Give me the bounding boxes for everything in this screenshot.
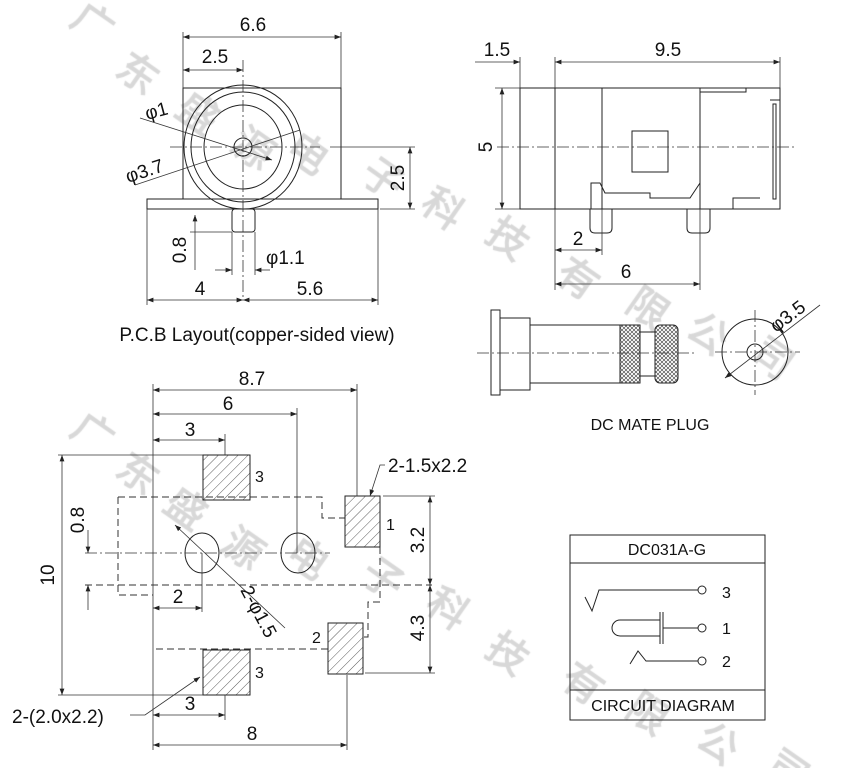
pin-label-1: 1 (386, 517, 395, 534)
dim-phi-1: φ1 (143, 99, 171, 125)
dim-pin-dia: φ1.1 (266, 248, 305, 269)
dim-3-top: 3 (185, 420, 196, 441)
dim-holes: 2-φ1.5 (236, 582, 281, 641)
dim-width: 6.6 (240, 15, 266, 36)
pcb-caption: P.C.B Layout(copper-sided view) (119, 325, 394, 346)
dim-6: 6 (223, 394, 234, 415)
dim-3-2: 3.2 (408, 527, 429, 553)
dim-length: 9.5 (655, 40, 681, 61)
dim-center-offset: 2.5 (202, 47, 228, 68)
dim-front: 1.5 (484, 40, 510, 61)
dc-mate-plug: φ3.5 DC MATE PLUG (477, 297, 821, 434)
dim-phi-3-7: φ3.7 (123, 156, 166, 188)
dim-right: 5.6 (297, 279, 323, 300)
pad-small-size: 2-1.5x2.2 (388, 456, 467, 477)
circuit-diagram: DC031A-G CIRCUIT DIAGRAM 3 1 2 (569, 534, 766, 721)
dim-plug-dia: φ3.5 (766, 297, 810, 337)
pad-3-bottom (202, 649, 251, 696)
dim-height: 5 (476, 142, 497, 153)
dim-10: 10 (38, 564, 59, 585)
circuit-pin-2: 2 (722, 654, 731, 671)
front-view: 6.6 2.5 φ1 φ3.7 2.5 0.8 φ1.1 4 5.6 P.C.B… (119, 15, 415, 346)
circuit-caption: CIRCUIT DIAGRAM (591, 698, 735, 715)
dim-8-7: 8.7 (239, 369, 265, 390)
pad-3-top (202, 454, 251, 501)
pin-label-3-top: 3 (255, 469, 264, 486)
pcb-layout: 8.7 6 3 10 0.8 2 2-φ1.5 1 2 3 3 2-1.5x2.… (12, 369, 467, 750)
dim-pin1-pos: 2 (573, 229, 584, 250)
dim-pin2-pos: 6 (621, 262, 632, 283)
dim-pin-length: 0.8 (170, 237, 191, 263)
pad-1 (344, 495, 381, 548)
plug-caption: DC MATE PLUG (591, 417, 710, 434)
dim-2: 2 (173, 587, 184, 608)
circuit-pin-3: 3 (722, 585, 731, 602)
model-number: DC031A-G (628, 542, 706, 559)
dim-0-8: 0.8 (68, 507, 89, 533)
pad-large-size: 2-(2.0x2.2) (12, 707, 104, 728)
dim-center-height: 2.5 (388, 165, 409, 191)
dim-4-3: 4.3 (408, 615, 429, 641)
pin-label-2: 2 (312, 630, 321, 647)
dim-3-bottom: 3 (185, 694, 196, 715)
circuit-pin-1: 1 (722, 621, 731, 638)
side-view: 1.5 9.5 5 2 6 (475, 40, 797, 290)
dim-left: 4 (195, 279, 206, 300)
pad-2 (327, 622, 364, 675)
dim-8: 8 (247, 724, 258, 745)
pin-label-3-bottom: 3 (255, 665, 264, 682)
